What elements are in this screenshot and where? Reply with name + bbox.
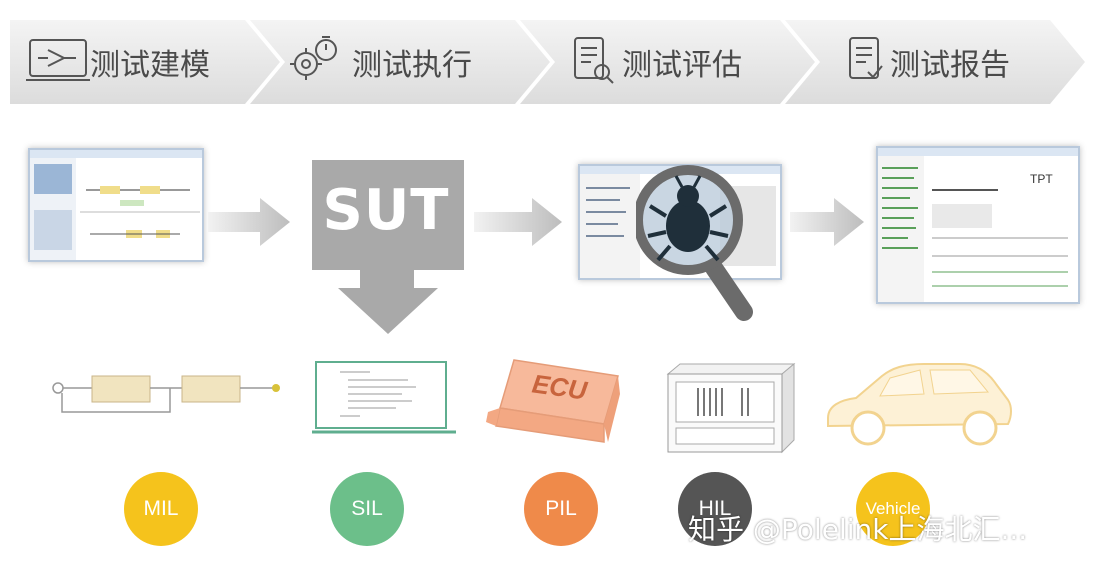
step-label-modeling: 测试建模: [90, 48, 210, 83]
sil-code-window: [312, 361, 456, 434]
step-label-evaluation: 测试评估: [622, 48, 742, 83]
ecu-box: [486, 359, 620, 443]
step-label-report: 测试报告: [890, 48, 1010, 83]
hil-rack: [666, 362, 796, 454]
modeling-tool-screenshot: [28, 148, 204, 262]
mil-block-diagram: [52, 375, 280, 413]
watermark-text: 知乎 @Polelink上海北汇...: [688, 513, 1028, 546]
level-label-hil: HIL: [698, 497, 732, 520]
level-badge-pil: PIL: [524, 472, 598, 546]
report-screenshot: TPT: [876, 146, 1080, 304]
process-chevron-bar: [10, 20, 1085, 104]
level-badge-hil: HIL: [678, 472, 752, 546]
gear-stopwatch-icon: [290, 36, 337, 80]
monitor-play-icon: [26, 39, 90, 81]
vehicle-icon: [827, 363, 1012, 446]
step-label-execution: 测试执行: [352, 48, 472, 83]
level-badge-vehicle: Vehicle: [856, 472, 930, 546]
chevron-step-4: [785, 20, 1085, 104]
level-badge-sil: SIL: [330, 472, 404, 546]
document-check-icon: [849, 37, 883, 79]
sut-label: SUT: [322, 178, 450, 243]
document-magnifier-icon: [574, 37, 614, 84]
level-label-sil: SIL: [351, 497, 383, 520]
level-badge-mil: MIL: [124, 472, 198, 546]
arrow-right-icon: [474, 198, 562, 246]
level-label-mil: MIL: [143, 497, 179, 520]
modeling-tool-preview: [30, 150, 202, 260]
level-label-pil: PIL: [545, 497, 577, 520]
report-preview: [878, 148, 1078, 302]
report-logo: TPT: [1030, 172, 1053, 186]
bug-magnifier-icon: [636, 165, 753, 321]
sut-block: [312, 160, 464, 334]
chevron-step-3: [520, 20, 815, 104]
arrow-right-icon: [208, 198, 290, 246]
arrow-right-icon: [790, 198, 864, 246]
level-label-vehicle: Vehicle: [865, 499, 921, 518]
